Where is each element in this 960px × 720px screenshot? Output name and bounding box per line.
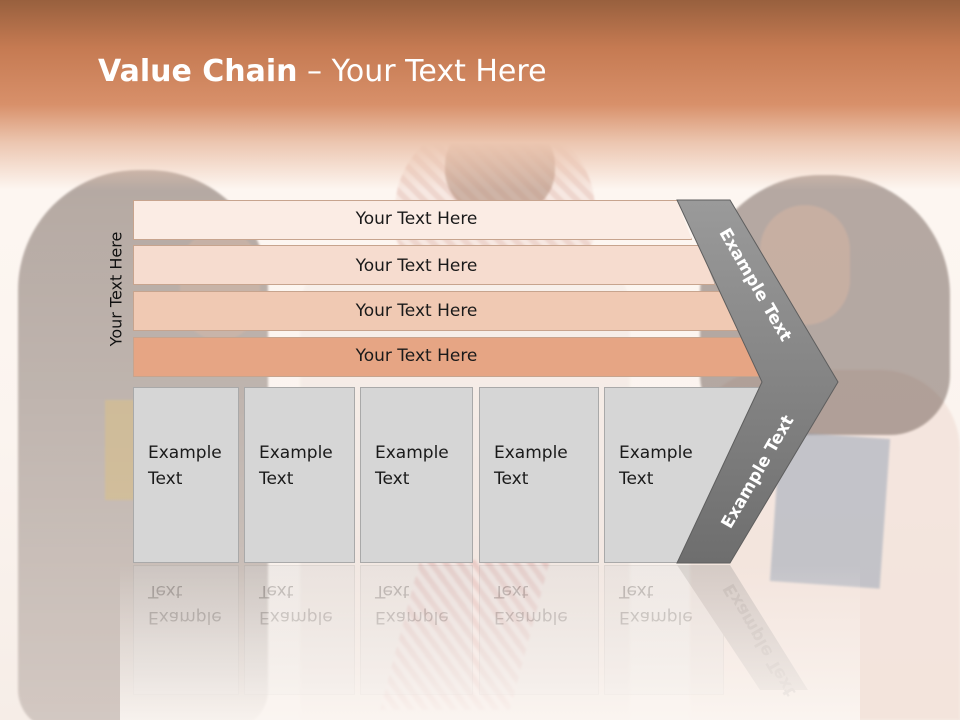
activity-box-2[interactable]: Example Text <box>244 387 355 563</box>
book-left <box>105 400 135 500</box>
box-1-line1: Example <box>148 443 222 463</box>
band-1[interactable] <box>133 200 692 240</box>
header-band <box>0 0 960 190</box>
chevron-shape <box>676 199 839 564</box>
title-rest: – Your Text Here <box>297 54 547 89</box>
box-3-line2: Text <box>375 469 410 489</box>
box-1-line2: Text <box>148 469 183 489</box>
box-4-line2: Text <box>494 469 529 489</box>
band-1-text: Your Text Here <box>355 209 478 229</box>
band-2-text: Your Text Here <box>355 256 478 276</box>
box-5-line2: Text <box>619 469 654 489</box>
activity-box-1[interactable]: Example Text <box>133 387 239 563</box>
box-4-line1: Example <box>494 443 568 463</box>
activity-box-4[interactable]: Example Text <box>479 387 599 563</box>
reflection-fade <box>120 565 860 720</box>
title-bold: Value Chain <box>98 54 298 89</box>
band-2[interactable] <box>133 245 715 285</box>
band-3-text: Your Text Here <box>355 301 478 321</box>
box-5-line1: Example <box>619 443 693 463</box>
box-2-line1: Example <box>259 443 333 463</box>
activity-box-3[interactable]: Example Text <box>360 387 473 563</box>
slide-title[interactable]: Value Chain – Your Text Here <box>98 54 547 89</box>
band-4-text: Your Text Here <box>355 346 478 366</box>
band-3[interactable] <box>133 291 739 331</box>
box-3-line1: Example <box>375 443 449 463</box>
band-4[interactable] <box>133 337 763 377</box>
box-2-line2: Text <box>259 469 294 489</box>
